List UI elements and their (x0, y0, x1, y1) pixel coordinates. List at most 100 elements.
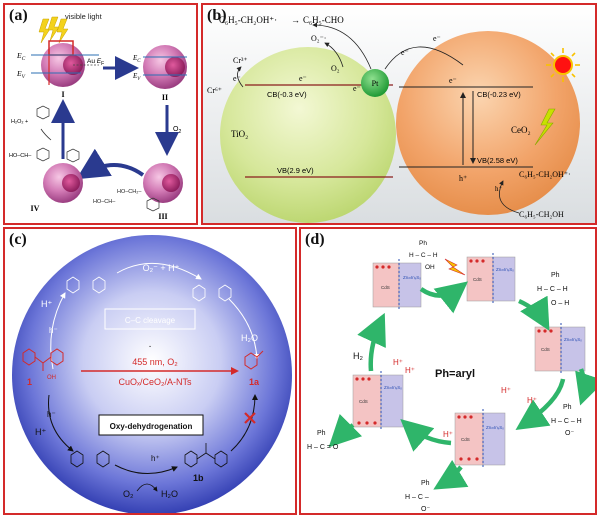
heterojunction-block-1: CdS ZnₘInₓSₓ (372, 259, 421, 311)
panel-c-diagram: C–C cleavage · O₂⁻ + H⁺ H₂O H⁺ h⁻ OH 1 4… (12, 235, 292, 513)
panel-d: (d) CdS ZnₘInₓSₓ CdS ZnₘInₓSₓ CdS Z (299, 227, 597, 515)
h2o-label: H₂O (241, 333, 258, 343)
svg-text:h⁻: h⁻ (49, 326, 58, 335)
panel-a-diagram: visible light EC EV Au EF I EC EV II O2 … (9, 12, 187, 221)
step-iii-label: III (158, 212, 167, 221)
ceo2-sphere (396, 31, 580, 215)
svg-text:·: · (148, 341, 151, 352)
pt-sphere (361, 69, 389, 97)
svg-text:CdS: CdS (461, 437, 470, 442)
oxy-dehydrogenation-label: Oxy-dehydrogenation (110, 422, 193, 431)
compound-1-structure (22, 348, 64, 371)
aldehyde-label: H – C = O (307, 444, 339, 451)
tio2-cb-label: CB(-0.3 eV) (267, 90, 307, 99)
svg-text:→: → (291, 15, 300, 25)
lightning-icon (444, 258, 466, 276)
svg-text:O⁻: O⁻ (421, 506, 430, 513)
svg-text:O⁻: O⁻ (565, 430, 574, 437)
heterojunction-block-5: CdS ZnₘInₓSₓ (352, 371, 404, 431)
reaction-sphere (12, 235, 292, 513)
heterojunction-block-3: CdS ZnₘInₓSₓ (534, 323, 586, 375)
heterojunction-block-4: CdS ZnₘInₓSₓ (454, 409, 506, 469)
svg-text:Ph: Ph (421, 480, 430, 487)
tio2-vb-label: VB(2.9 eV) (277, 166, 314, 175)
h2o2-label: H₂O₂ + (11, 119, 28, 125)
heterojunction-block-2: CdS ZnₘInₓSₓ (466, 253, 516, 305)
svg-text:EC: EC (132, 54, 141, 64)
h2o-bottom-label: H₂O (161, 489, 178, 499)
svg-text:e⁻: e⁻ (299, 74, 307, 83)
ceo2-cb-label: CB(-0.23 eV) (477, 90, 521, 99)
ec-label: EC (16, 51, 26, 62)
tio2-label: TiO₂ (231, 129, 248, 139)
svg-text:CdS: CdS (359, 399, 368, 404)
o2-label: O2 (173, 126, 181, 135)
step-iv-label: IV (31, 204, 40, 213)
svg-text:H⁺: H⁺ (35, 427, 46, 437)
ev-label: EV (16, 69, 26, 80)
h2-label: H₂ (353, 351, 363, 361)
svg-text:H⁺: H⁺ (41, 299, 52, 309)
svg-text:Ph: Ph (419, 240, 427, 247)
top-reactant-label: C₆H₅-CH₂OH⁺· (219, 15, 277, 25)
svg-text:H⁺: H⁺ (501, 386, 511, 395)
svg-text:e⁻: e⁻ (353, 84, 361, 93)
svg-text:ZnₘInₓSₓ: ZnₘInₓSₓ (384, 385, 402, 390)
svg-text:Ph: Ph (317, 430, 326, 437)
reactant-iii-label: HO–CH₂– (117, 189, 142, 195)
compound-1-label: 1 (27, 377, 32, 387)
condition-1-label: 455 nm, O₂ (132, 357, 178, 367)
o2-bottom-label: O₂ (123, 489, 134, 499)
svg-text:ZnₘInₓSₓ: ZnₘInₓSₓ (564, 337, 582, 342)
visible-light-label: visible light (65, 12, 103, 21)
svg-text:H – C –: H – C – (405, 494, 429, 501)
blocked-path-icon (244, 412, 256, 424)
svg-text:e⁻: e⁻ (401, 48, 409, 57)
svg-text:H⁺: H⁺ (527, 396, 537, 405)
panel-b: (b) (201, 3, 597, 225)
svg-text:e⁻: e⁻ (233, 74, 241, 83)
svg-text:h⁺: h⁺ (495, 185, 503, 193)
svg-text:e⁻: e⁻ (449, 76, 457, 85)
o2-label: O₂ (331, 64, 340, 73)
tio2-sphere (220, 47, 396, 223)
o2-minus-label: O₂⁻· (311, 34, 326, 43)
o2-h-label: O₂⁻ + H⁺ (143, 263, 180, 273)
svg-text:H⁺: H⁺ (405, 366, 415, 375)
panel-c-label: (c) (9, 231, 27, 248)
step-ii-label: II (162, 93, 168, 102)
svg-text:Ph: Ph (563, 404, 572, 411)
svg-text:Ph: Ph (551, 272, 560, 279)
top-product-label: C₆H₅-CHO (303, 15, 344, 25)
radical-label: C₆H₅-CH₂OH⁺· (519, 170, 571, 179)
svg-text:H – C – H: H – C – H (537, 286, 568, 293)
svg-text:EV: EV (132, 72, 141, 82)
panel-d-diagram: CdS ZnₘInₓSₓ CdS ZnₘInₓSₓ CdS ZnₘInₓSₓ C… (307, 240, 595, 513)
ceo2-vb-label: VB(2.58 eV) (477, 156, 518, 165)
svg-text:CdS: CdS (541, 347, 550, 352)
alcohol-label: C₆H₅-CH₂OH (519, 210, 564, 219)
sun-icon (546, 48, 580, 82)
panel-b-label: (b) (207, 7, 227, 24)
ceo2-label: CeO₂ (511, 125, 531, 135)
panel-a: (a) visible light (3, 3, 198, 225)
cc-cleavage-label: C–C cleavage (125, 316, 176, 325)
svg-text:OH: OH (425, 264, 435, 271)
lightning-icon (38, 16, 69, 44)
condition-2-label: CuOₓ/CeO₂/A-NTs (119, 377, 192, 387)
svg-text:H – C – H: H – C – H (409, 252, 438, 259)
cr3-label: Cr³⁺ (233, 56, 248, 65)
compound-1a-label: 1a (249, 377, 260, 387)
product-left-label: HO–CH– (9, 153, 32, 159)
hole-label: h⁺ (459, 174, 467, 183)
compound-1b-label: 1b (193, 473, 204, 483)
panel-c: (c) C–C cleavage · O₂⁻ + H⁺ (3, 227, 297, 515)
svg-text:H – C – H: H – C – H (551, 418, 582, 425)
svg-text:ZnₘInₓSₓ: ZnₘInₓSₓ (486, 425, 504, 430)
svg-text:H⁺: H⁺ (393, 358, 403, 367)
panel-a-label: (a) (9, 7, 28, 24)
ph-aryl-label: Ph=aryl (435, 368, 475, 380)
svg-text:OH: OH (47, 375, 56, 381)
svg-text:e⁻: e⁻ (433, 34, 441, 43)
svg-text:ZnₘInₓSₓ: ZnₘInₓSₓ (403, 275, 421, 280)
